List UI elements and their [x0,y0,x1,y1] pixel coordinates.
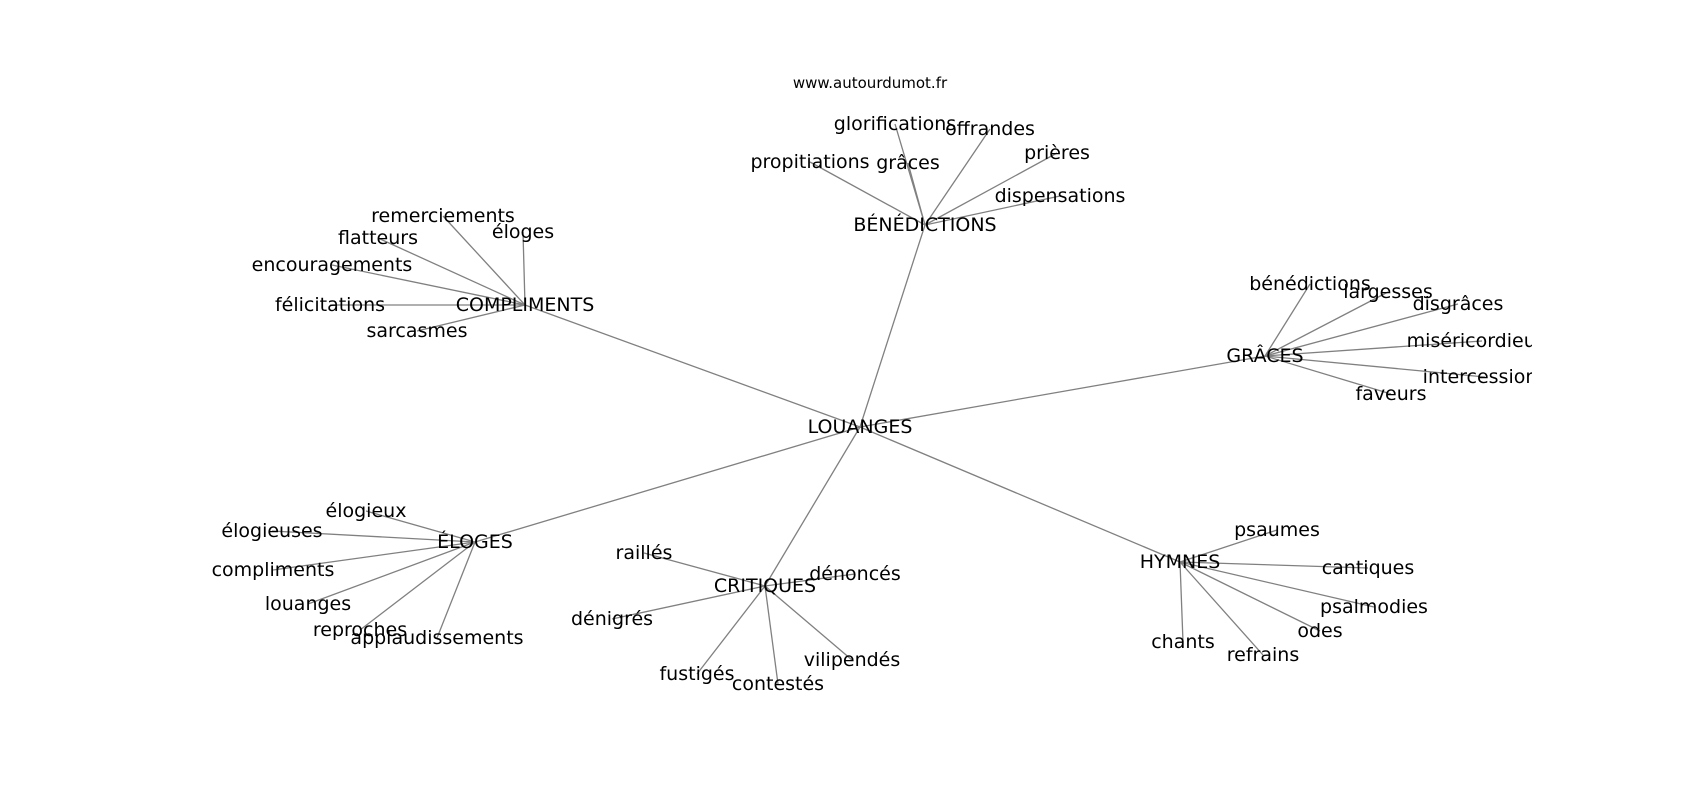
leaf-node: odes [1297,620,1342,642]
leaf-node: dénoncés [809,563,901,585]
branch-leaf-edge [359,541,476,631]
root-branch-edge [859,224,926,428]
root-branch-edge [859,426,1181,563]
branch-leaf-edge [365,510,476,543]
leaf-node: intercessions [1423,366,1548,388]
root-node: LOUANGES [808,416,913,438]
labels: LOUANGES BÉNÉDICTIONS glorificationsoffran… [212,113,1558,695]
leaf-node: flatteurs [338,227,418,249]
branch-leaf-edge [1264,291,1389,357]
leaf-node: psaumes [1234,519,1320,541]
leaf-node: compliments [212,559,335,581]
branch-leaf-edge [809,161,926,226]
leaf-node: propitiations [750,151,869,173]
branch-leaf-edge [764,585,853,661]
branch-leaf-edge [907,162,926,226]
branch-node: HYMNES [1140,551,1221,573]
root-branch-edge [524,304,861,428]
leaf-node: bénédictions [1249,273,1371,295]
branch-leaf-edge [272,541,476,571]
leaf-node: prières [1024,142,1090,164]
branch-leaf-edge [416,304,526,332]
branch-node: GRÂCES [1226,344,1303,367]
leaf-node: miséricordieuse [1407,330,1558,352]
branch-leaf-edge [1264,283,1311,357]
leaf-node: reproches [313,619,407,641]
leaf-node: faveurs [1355,383,1426,405]
branch-leaf-edge [1264,355,1392,395]
branch-leaf-edge [764,585,779,685]
branch-leaf-edge [1179,561,1369,569]
leaf-node: vilipendés [804,649,901,671]
leaf-node: dispensations [995,185,1126,207]
branch-leaf-edge [1179,561,1184,643]
leaf-node: grâces [876,152,940,174]
leaf-node: sarcasmes [366,320,467,342]
branch-leaf-edge [924,195,1061,226]
branch-leaf-edge [611,585,766,620]
branch-node: COMPLIMENTS [456,294,595,316]
leaf-node: contestés [732,673,824,695]
branch-leaf-edge [1179,529,1278,563]
root-branch-edge [474,426,861,543]
leaf-node: refrains [1227,644,1299,666]
branch-leaf-edge [764,573,856,587]
leaf-node: chants [1151,631,1215,653]
branch-leaf-edge [1179,561,1321,632]
leaf-node: remerciements [371,205,515,227]
leaf-node: largesses [1343,281,1433,303]
leaf-node: louanges [265,593,351,615]
leaf-node: encouragements [252,254,413,276]
branch-leaf-edge [1264,340,1483,357]
leaf-node: dénigrés [571,608,653,630]
root-branch-edge [764,426,861,587]
branch-leaf-edge [643,552,766,587]
branch-leaf-edge [924,128,991,226]
branch-leaf-edge [331,264,526,306]
branch-leaf-edge [436,541,476,639]
branch-leaf-edge [522,231,526,306]
leaf-node: cantiques [1322,557,1415,579]
leaf-node: raillés [616,542,673,564]
leaf-node: disgrâces [1413,293,1504,315]
leaf-node: fustigés [659,663,734,685]
source-label: www.autourdumot.fr [793,74,948,92]
branch-node: ÉLOGES [437,530,513,553]
branch-leaf-edge [696,585,766,675]
branch-leaf-edge [924,152,1058,226]
branch-leaf-edge [307,541,476,605]
branch-leaf-edge [442,215,526,306]
branch-node: BÉNÉDICTIONS [853,213,996,236]
branch-node: CRITIQUES [714,575,816,597]
branch-leaf-edge [1179,561,1264,656]
branch-leaf-edge [1264,303,1459,357]
branch-leaf-edge [1179,561,1375,608]
branch-leaf-edge [1264,355,1486,378]
leaf-node: psalmodies [1320,596,1428,618]
leaf-node: applaudissements [350,627,523,649]
root-branch-edge [859,355,1266,428]
leaf-node: élogieux [326,500,407,522]
edges [271,123,1486,685]
branch-leaf-edge [377,237,526,306]
leaf-node: éloges [492,221,554,243]
branch-leaf-edge [271,530,476,543]
leaf-node: élogieuses [221,520,322,542]
leaf-node: félicitations [275,294,385,316]
leaf-node: glorifications [834,113,956,135]
leaf-node: offrandes [945,118,1035,140]
